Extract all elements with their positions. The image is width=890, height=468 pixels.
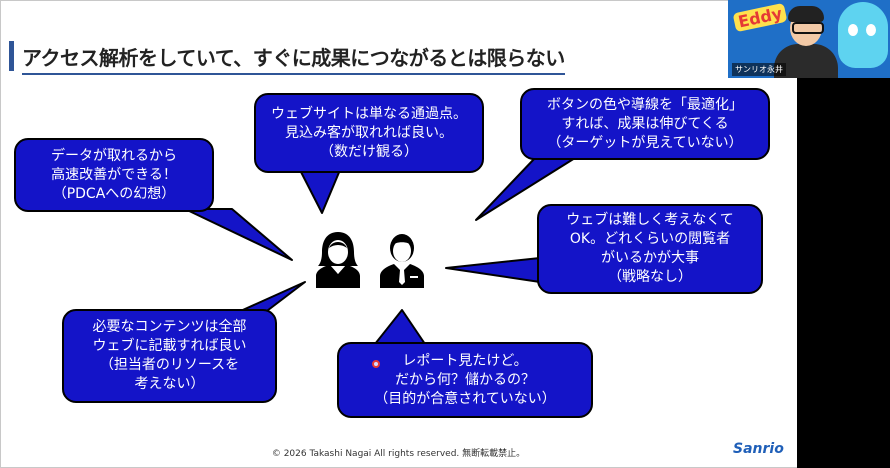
bubble-line: ウェブサイトは単なる通過点。 bbox=[271, 105, 467, 122]
bubble-line: ウェブに記載すれば良い bbox=[92, 338, 247, 354]
bubble-line: ウェブは難しく考えなくて bbox=[566, 212, 734, 228]
bubble-line: がいるかが大事 bbox=[601, 250, 699, 266]
copyright-footer: © 2026 Takashi Nagai All rights reserved… bbox=[271, 449, 526, 459]
bubble-tails bbox=[184, 157, 576, 345]
bubble-line: （担当者のリソースを bbox=[99, 357, 240, 373]
bubble-line: レポート見たけど。 bbox=[402, 352, 528, 369]
businesswoman-icon bbox=[316, 232, 360, 288]
tail-left-top bbox=[184, 208, 293, 261]
webcam-overlay: Eddy サンリオ永井 bbox=[728, 0, 890, 78]
mascot-eye bbox=[848, 24, 858, 36]
tail-right-mid bbox=[445, 257, 541, 283]
bubble-line: （数だけ観る） bbox=[320, 143, 418, 160]
company-logo: Sanrio bbox=[733, 441, 784, 457]
bubble-right-top: ボタンの色や導線を「最適化」 すれば、成果は伸びてくる （ターゲットが見えていな… bbox=[520, 88, 770, 160]
bubble-line: データが取れるから bbox=[51, 147, 177, 164]
webcam-name-label: サンリオ永井 bbox=[732, 63, 786, 76]
slide-title: アクセス解析をしていて、すぐに成果につながるとは限らない bbox=[22, 42, 565, 75]
businessman-icon bbox=[380, 234, 424, 288]
tail-center-top bbox=[299, 169, 341, 214]
mascot-character bbox=[838, 2, 888, 68]
bubble-left-bottom: 必要なコンテンツは全部 ウェブに記載すれば良い （担当者のリソースを 考えない） bbox=[62, 309, 277, 403]
bubble-line: （目的が合意されていない） bbox=[374, 390, 556, 407]
bubble-line: 高速改善ができる！ bbox=[51, 166, 177, 183]
bubble-line: だから何？儲かるの？ bbox=[395, 371, 535, 388]
presenter-hair bbox=[788, 6, 824, 22]
bubble-line: ボタンの色や導線を「最適化」 bbox=[547, 96, 743, 113]
bubble-right-mid: ウェブは難しく考えなくて OK。どれくらいの閲覧者 がいるかが大事 （戦略なし） bbox=[537, 204, 763, 294]
bubble-line: （ターゲットが見えていない） bbox=[547, 134, 743, 151]
bubble-left-top: データが取れるから 高速改善ができる！ （PDCAへの幻想） bbox=[14, 138, 214, 212]
bubble-line: すれば、成果は伸びてくる bbox=[561, 115, 729, 132]
mascot-eye bbox=[866, 24, 876, 36]
bubble-line: OK。どれくらいの閲覧者 bbox=[569, 231, 731, 247]
presenter-glasses bbox=[792, 22, 824, 34]
video-letterbox bbox=[797, 78, 890, 468]
tail-center-bottom bbox=[374, 309, 426, 345]
title-accent-bar bbox=[9, 41, 14, 71]
bubble-line: （戦略なし） bbox=[608, 269, 692, 285]
bubble-center-top: ウェブサイトは単なる通過点。 見込み客が取れれば良い。 （数だけ観る） bbox=[254, 93, 484, 173]
pointer-icon bbox=[372, 360, 380, 368]
bubble-line: （PDCAへの幻想） bbox=[52, 185, 176, 202]
bubble-line: 考えない） bbox=[134, 376, 205, 392]
bubble-center-bottom: レポート見たけど。 だから何？儲かるの？ （目的が合意されていない） bbox=[337, 342, 593, 418]
bubble-line: 見込み客が取れれば良い。 bbox=[285, 124, 453, 141]
bubble-line: 必要なコンテンツは全部 bbox=[92, 319, 247, 335]
